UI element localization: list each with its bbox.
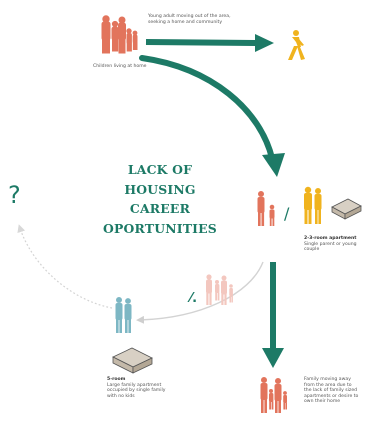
young-couple-figures-icon [304,186,322,224]
question-mark-icon: ? [8,181,21,209]
children-label: Children living at home [93,64,147,69]
single-parent-figures-icon [257,191,275,226]
young-adult-walking-icon [288,30,305,60]
diagram-title: LACK OF HOUSING CAREER OPORTUNITIES [95,160,225,238]
title-line-2: HOUSING CAREER [124,181,196,217]
main-curved-arrowhead [262,153,285,177]
five-room-title: 5-room [107,377,126,382]
young-adult-label: Young adult moving out of the area, seek… [148,14,231,25]
children-family-figures-icon [101,15,138,54]
dotted-curved-arrow [17,224,113,309]
faded-family-figures-icon [206,274,233,305]
five-room-block-icon [112,347,153,374]
not-allowed-symbol: ⁄. [187,291,197,306]
title-line-3: OPORTUNITIES [103,220,217,236]
young-adult-arrowhead [255,34,274,52]
family-moving-label: Family moving away from the area due to … [304,377,359,405]
family-moving-figures-icon [260,377,287,413]
gray-curved-arrow [136,261,264,324]
apartment-label: 2-3-room apartment Single parent or youn… [304,236,373,253]
five-room-label: 5-room Large family apartment occupied b… [107,377,166,399]
apartment-title: 2-3-room apartment [304,236,357,241]
option-slash: / [284,204,290,223]
apartment-block-icon [331,198,362,220]
down-arrowhead [262,348,284,368]
apartment-desc: Single parent or young couple [304,241,357,253]
older-couple-figures-icon [115,297,132,333]
title-line-1: LACK OF [127,162,193,177]
main-curved-arrow [139,55,275,161]
young-adult-arrow [145,39,259,46]
